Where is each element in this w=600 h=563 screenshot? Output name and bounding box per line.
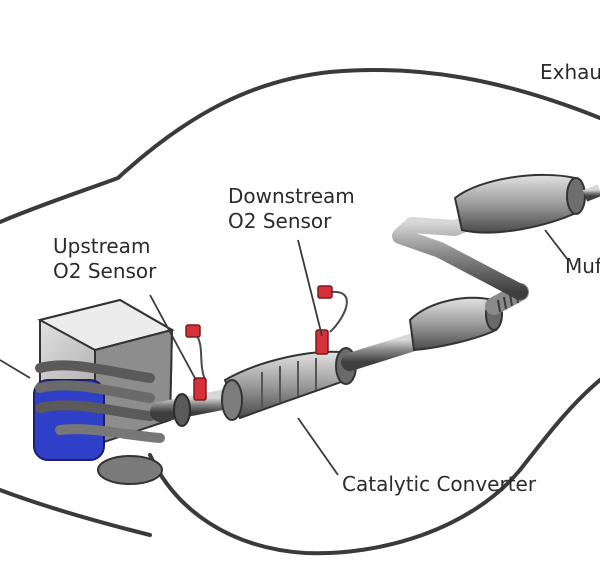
- upstream-o2-sensor: [185, 324, 207, 401]
- mid-pipe: [341, 331, 429, 371]
- muffler-leader: [544, 229, 569, 261]
- upstream-leader: [149, 294, 197, 381]
- upstream-label-line-1: Upstream: [53, 234, 151, 258]
- front-pipe: [150, 388, 242, 422]
- downstream-leader: [297, 239, 323, 337]
- car-outline: [0, 67, 600, 224]
- car-lower-outline: [148, 378, 600, 556]
- catalytic-leader: [297, 417, 339, 476]
- downstream-o2-sensor: [315, 285, 348, 355]
- engine-leader: [0, 359, 31, 379]
- car-front-outline: [0, 488, 152, 537]
- upstream-label-line-2: O2 Sensor: [53, 259, 157, 283]
- downstream-o2-sensor-label: Downstream O2 Sensor: [228, 184, 355, 234]
- rear-pipe: [392, 214, 528, 300]
- muffler-label: Muf: [565, 254, 600, 278]
- muffler: [453, 173, 600, 234]
- downstream-label-line-1: Downstream: [228, 184, 355, 208]
- exhaust-label: Exhau: [540, 60, 600, 84]
- catalytic-converter: [221, 347, 357, 421]
- downstream-label-line-2: O2 Sensor: [228, 209, 332, 233]
- catalytic-converter-label: Catalytic Converter: [342, 472, 537, 496]
- upstream-o2-sensor-label: Upstream O2 Sensor: [53, 234, 156, 284]
